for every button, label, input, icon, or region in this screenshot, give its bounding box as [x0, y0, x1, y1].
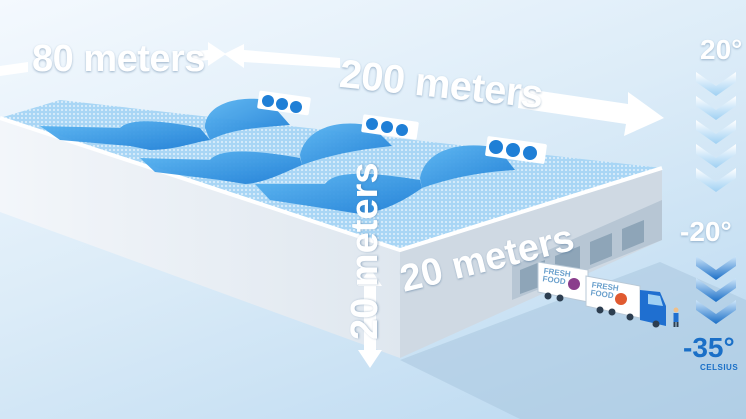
fan-icon	[366, 118, 378, 130]
double-arrow-icon	[358, 268, 382, 368]
fan-icon	[262, 95, 274, 107]
fan-icon	[489, 140, 503, 154]
truck-icon	[537, 261, 666, 328]
fan-icon	[396, 124, 408, 136]
width-dimension-label: 80 meters	[32, 38, 205, 80]
fan-unit-3	[485, 136, 547, 164]
dock-doors	[520, 220, 644, 294]
building-front-wall	[0, 118, 400, 358]
fan-icon	[523, 146, 537, 160]
roof-rim	[0, 116, 663, 253]
double-arrow-icon	[224, 44, 664, 136]
trailer-text-2: FRESH FOOD	[590, 280, 620, 301]
fan-unit-2	[361, 114, 419, 140]
fan-icon	[290, 101, 302, 113]
chevron-down-icon	[696, 256, 736, 324]
temperature-high: 20°	[700, 34, 743, 65]
temperature-low: -35°	[683, 332, 735, 363]
trailer-text-1: FRESH FOOD	[542, 266, 572, 287]
fan-icon	[506, 143, 520, 157]
temperature-unit: CELSIUS	[700, 363, 739, 372]
fan-icon	[381, 121, 393, 133]
fan-unit-1	[257, 90, 311, 116]
double-arrow-icon	[0, 42, 226, 76]
chevron-down-icon	[696, 72, 736, 192]
fan-icon	[276, 98, 288, 110]
height-dimension-label-vertical: 20 meters	[344, 162, 386, 340]
person-icon	[673, 307, 679, 327]
temperature-scale	[696, 72, 736, 324]
temperature-mid: -20°	[680, 216, 732, 247]
